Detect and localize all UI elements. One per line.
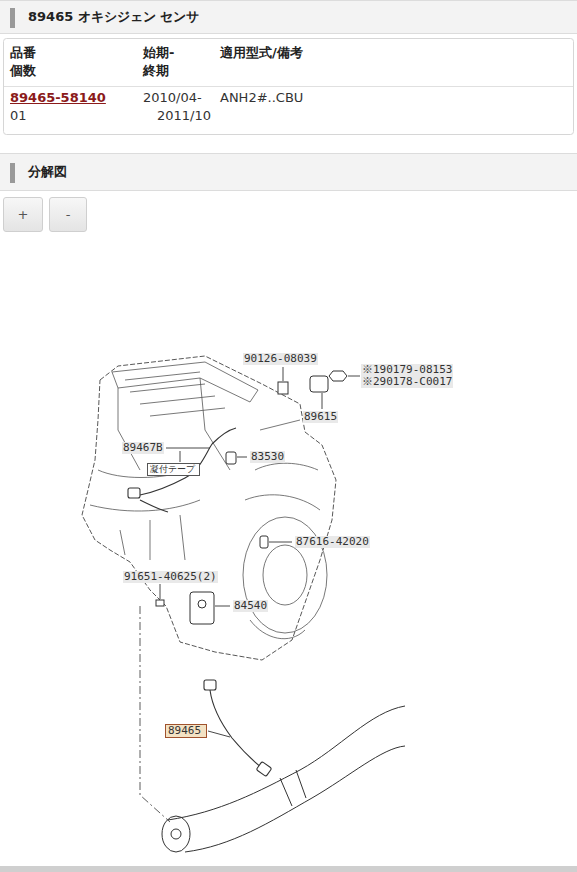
callout-number: 83530 <box>250 451 285 463</box>
engine-details <box>90 362 327 639</box>
section-header-text: 89465 オキシジェン センサ <box>0 1 577 33</box>
callout-number: 89467B <box>122 442 164 454</box>
table-header: 始期- <box>143 45 174 61</box>
zoom-button-text: + <box>18 207 29 222</box>
table-header: 個数 <box>10 63 36 79</box>
engine-outline <box>82 356 336 660</box>
callout-number: 89615 <box>303 411 338 423</box>
table-cell: 2010/04- <box>143 90 202 106</box>
section-header-text: 分解図 <box>0 154 577 190</box>
zoom-button: - <box>49 197 87 232</box>
accent-bar <box>10 8 15 28</box>
callout-number: ※190179-08153 <box>361 364 453 376</box>
table-cell: 2011/10 <box>157 108 211 124</box>
exhaust-pipe <box>162 706 405 852</box>
highlighted-callout-text: 89465 <box>166 725 206 737</box>
table-header: 終期 <box>143 63 169 79</box>
note-box-text: 凝付テープ <box>148 464 199 475</box>
table-header: 適用型式/備考 <box>220 45 303 61</box>
callout-number: 87616-42020 <box>295 536 370 548</box>
dash-dot-line <box>140 606 170 822</box>
table-cell: 01 <box>10 108 27 124</box>
zoom-button-text: - <box>66 207 71 222</box>
table-cell: ANH2#..CBU <box>220 90 303 106</box>
note-box: 凝付テープ <box>147 463 200 476</box>
callout-number: 84540 <box>233 600 268 612</box>
highlighted-callout: 89465 <box>165 724 207 738</box>
callout-number: 90126-08039 <box>243 353 318 365</box>
section-header: 89465 オキシジェン センサ <box>0 0 577 34</box>
table-panel <box>4 39 574 135</box>
section-header: 分解図 <box>0 153 577 191</box>
zoom-button: + <box>3 197 43 232</box>
part-number-link: 89465-58140 <box>10 90 106 106</box>
oxygen-sensor <box>204 680 272 777</box>
upper-sensor-wire <box>128 428 236 512</box>
parts-top <box>226 371 347 464</box>
accent-bar <box>10 163 15 183</box>
leader-lines <box>160 367 360 737</box>
bottom-bar <box>0 866 577 872</box>
table-header: 品番 <box>10 45 36 61</box>
callout-number: ※290178-C0017 <box>361 376 453 388</box>
table-rule <box>4 86 573 87</box>
callout-number: 91651-40625(2) <box>123 571 218 583</box>
